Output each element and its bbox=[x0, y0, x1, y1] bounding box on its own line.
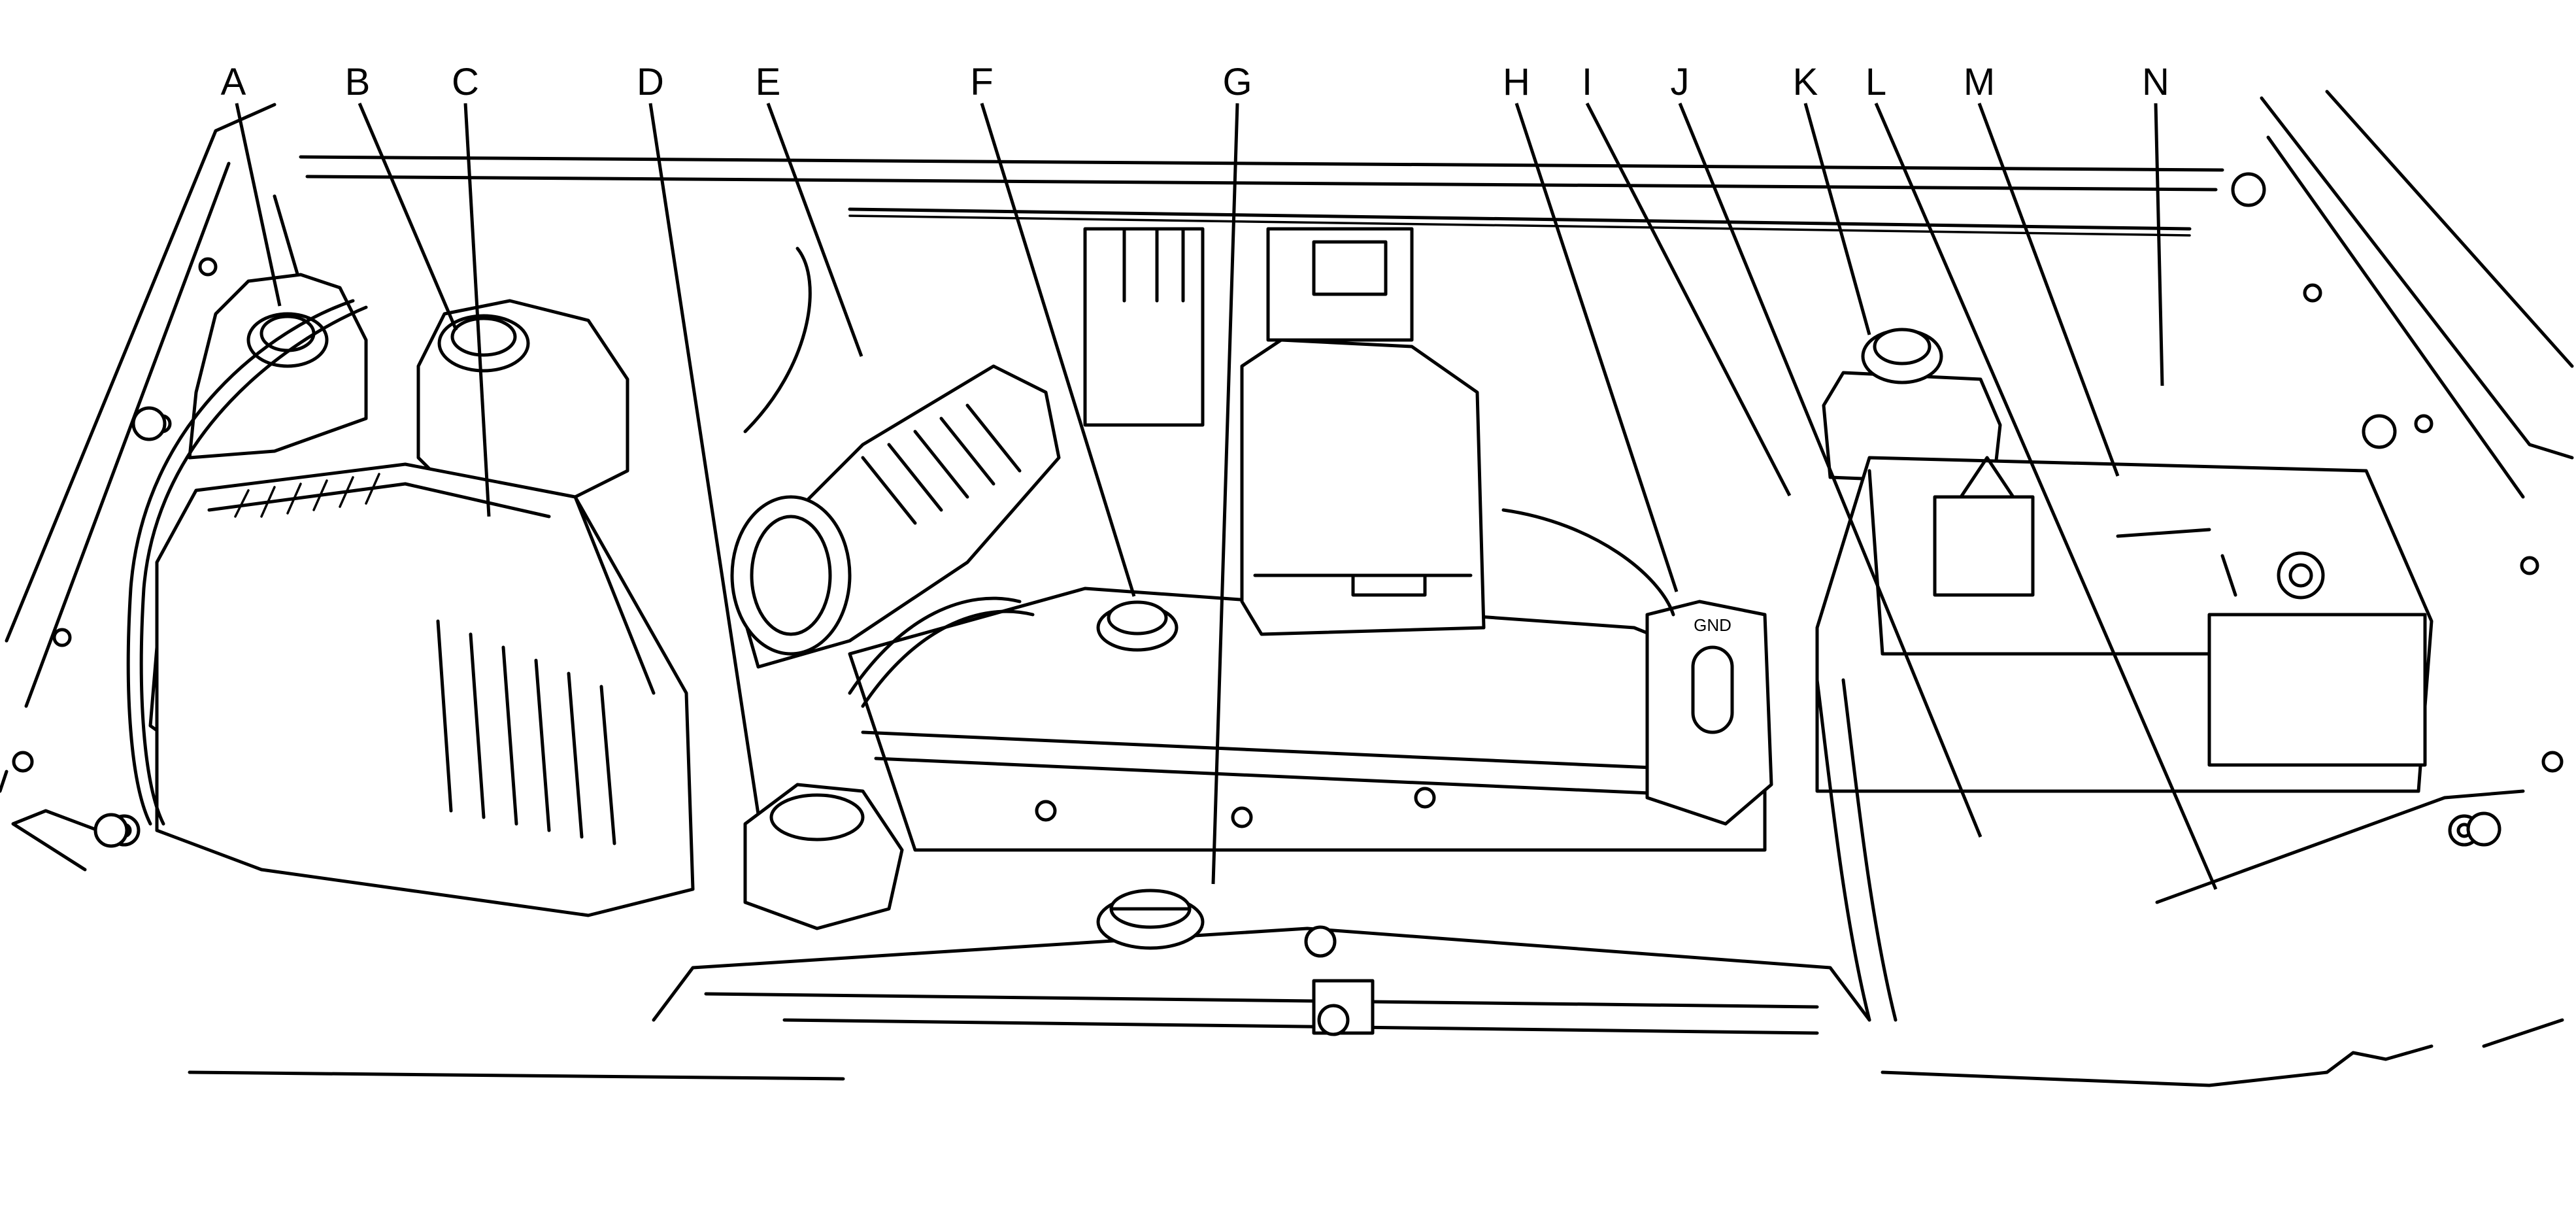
intake-duct bbox=[730, 364, 1061, 669]
callout-label-b: B bbox=[345, 61, 371, 103]
leader-line-g bbox=[1211, 103, 1239, 885]
callout-label-n: N bbox=[2142, 61, 2169, 103]
leader-line-d bbox=[648, 103, 760, 815]
callout-label-h: H bbox=[1503, 61, 1530, 103]
leader-line-k bbox=[1803, 103, 1871, 335]
leader-line-h bbox=[1514, 103, 1679, 592]
resonator bbox=[1083, 227, 1414, 427]
callout-label-g: G bbox=[1222, 61, 1252, 103]
leader-line-f bbox=[980, 103, 1136, 597]
left-components bbox=[126, 273, 695, 917]
callout-label-c: C bbox=[452, 61, 479, 103]
engine-block bbox=[848, 586, 1767, 852]
callout-label-m: M bbox=[1964, 61, 1995, 103]
callout-leader-lines bbox=[235, 102, 2218, 890]
leader-line-j bbox=[1678, 103, 1982, 838]
leader-line-e bbox=[766, 103, 863, 357]
callout-label-j: J bbox=[1671, 61, 1690, 103]
radiator-support bbox=[652, 783, 1871, 1036]
center-electrical-box bbox=[1240, 338, 1486, 636]
callout-label-i: I bbox=[1582, 61, 1592, 103]
fender-outlines bbox=[0, 90, 2574, 1087]
callout-label-e: E bbox=[756, 61, 781, 103]
callout-label-k: K bbox=[1793, 61, 1818, 103]
leader-line-b bbox=[358, 103, 458, 331]
leader-line-l bbox=[1874, 103, 2218, 890]
right-components: GND bbox=[1645, 328, 2434, 826]
callout-label-f: F bbox=[970, 61, 993, 103]
callout-label-a: A bbox=[221, 61, 246, 103]
callout-letters: A B C D E F G H I J K L M N bbox=[221, 61, 2169, 103]
leader-line-m bbox=[1977, 103, 2120, 477]
leader-line-n bbox=[2154, 103, 2164, 386]
gnd-label: GND bbox=[1694, 615, 1731, 635]
wire-harnesses bbox=[743, 246, 1898, 1022]
leader-line-i bbox=[1585, 102, 1792, 497]
callout-label-d: D bbox=[637, 61, 664, 103]
leader-line-c bbox=[463, 103, 491, 517]
leader-line-a bbox=[235, 103, 282, 307]
callout-label-l: L bbox=[1865, 61, 1886, 103]
